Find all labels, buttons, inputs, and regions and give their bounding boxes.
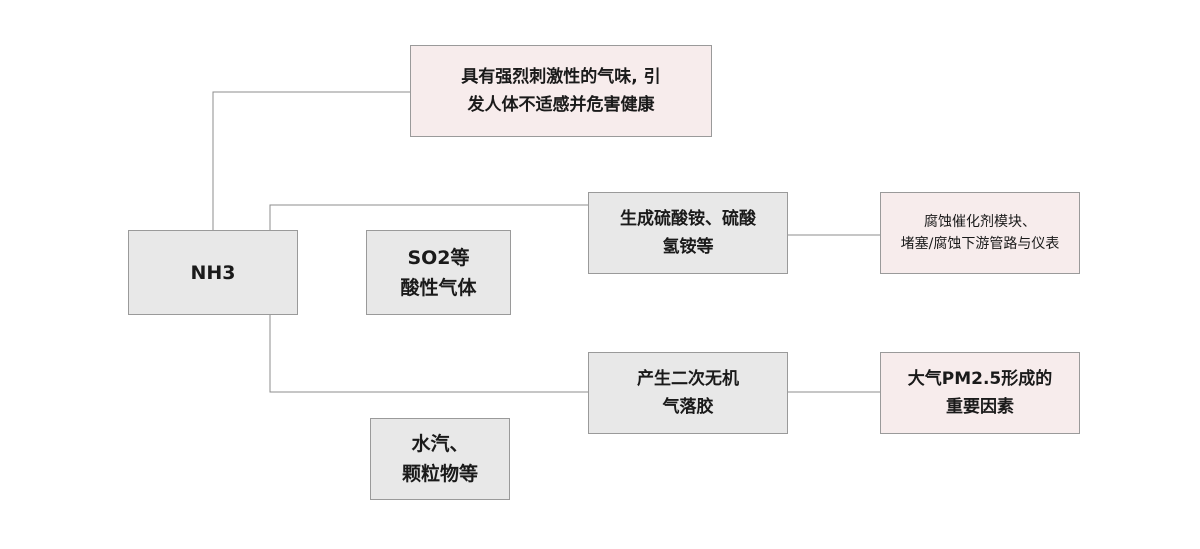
node-so2-line1: SO2等	[407, 246, 470, 269]
node-water-line1: 水汽、	[411, 433, 469, 455]
node-pm25: 大气PM2.5形成的 重要因素	[880, 352, 1080, 434]
node-water-line2: 颗粒物等	[401, 463, 478, 485]
node-pm25-line2: 重要因素	[946, 397, 1014, 417]
node-pm25-line1: 大气PM2.5形成的	[907, 369, 1053, 389]
node-corrosion: 腐蚀催化剂模块、 堵塞/腐蚀下游管路与仪表	[880, 192, 1080, 274]
node-nh3: NH3	[128, 230, 298, 315]
node-nh3-text: NH3	[190, 261, 236, 284]
node-sulfate-line2: 氢铵等	[662, 237, 714, 257]
connector-nh3-sulfate	[269, 204, 588, 230]
node-water: 水汽、 颗粒物等	[370, 418, 510, 500]
node-so2-line2: 酸性气体	[400, 276, 477, 299]
connector-nh3-irritant	[212, 91, 410, 230]
connector-nh3-aerosol	[269, 315, 588, 393]
node-aerosol: 产生二次无机 气落胶	[588, 352, 788, 434]
node-sulfate-line1: 生成硫酸铵、硫酸	[620, 209, 756, 229]
node-so2: SO2等 酸性气体	[366, 230, 511, 315]
node-irritant: 具有强烈刺激性的气味, 引 发人体不适感并危害健康	[410, 45, 712, 137]
node-aerosol-line1: 产生二次无机	[637, 369, 739, 389]
node-aerosol-line2: 气落胶	[662, 397, 714, 417]
node-sulfate: 生成硫酸铵、硫酸 氢铵等	[588, 192, 788, 274]
node-corrosion-line2: 堵塞/腐蚀下游管路与仪表	[900, 236, 1060, 252]
node-irritant-line1: 具有强烈刺激性的气味, 引	[461, 67, 661, 87]
node-corrosion-line1: 腐蚀催化剂模块、	[924, 214, 1036, 230]
node-irritant-line2: 发人体不适感并危害健康	[467, 95, 655, 115]
